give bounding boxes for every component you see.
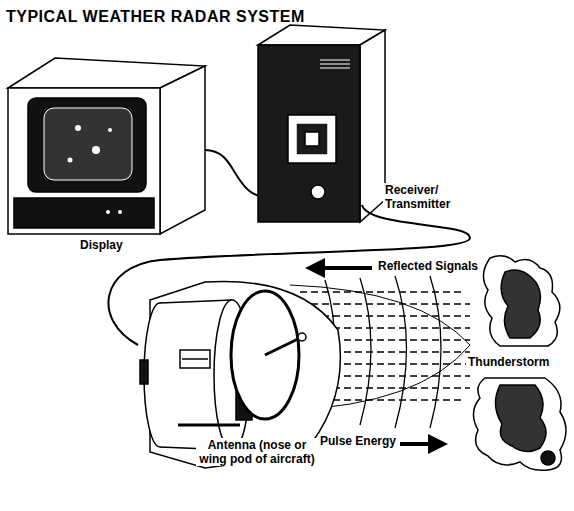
storm-label: Thunderstorm	[466, 355, 551, 369]
antenna-label: Antenna (nose or wing pod of aircraft)	[196, 438, 318, 466]
signal-label: Reflected Signals	[376, 259, 480, 273]
display-unit	[8, 58, 205, 234]
reflected-arrow	[305, 258, 372, 278]
display-label: Display	[80, 238, 123, 252]
antenna-assembly	[140, 281, 340, 468]
pulse-label: Pulse Energy	[318, 434, 398, 448]
diagram-title: TYPICAL WEATHER RADAR SYSTEM	[6, 8, 305, 26]
receiver-label: Receiver/ Transmitter	[383, 183, 473, 211]
pulse-arrow	[400, 434, 448, 454]
receiver-unit	[258, 25, 385, 222]
